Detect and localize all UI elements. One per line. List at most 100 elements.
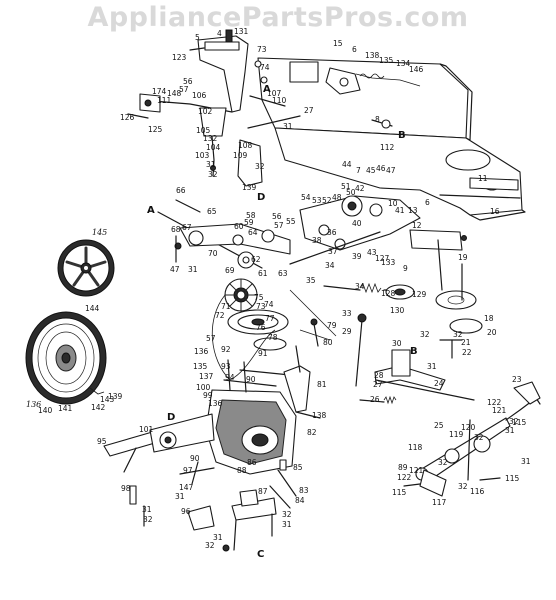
reference-letter-label: A	[147, 205, 155, 216]
part-number-label: 73	[256, 302, 266, 311]
part-number-label: 12	[412, 221, 422, 230]
part-number-label: 11	[478, 174, 488, 183]
part-number-label: 138	[312, 411, 327, 420]
reference-letter-label: A	[263, 84, 271, 95]
part-number-label: 72	[215, 311, 225, 320]
part-number-label: 85	[293, 463, 303, 472]
part-number-label: 89	[398, 463, 408, 472]
lift-lever-assembly	[127, 29, 301, 187]
part-number-label: 125	[148, 125, 163, 134]
part-number-label: 119	[449, 430, 464, 439]
part-number-label: 111	[157, 96, 172, 105]
part-number-label: 76	[256, 323, 266, 332]
part-number-label: 77	[265, 314, 275, 323]
part-number-label: 32	[255, 162, 265, 171]
part-number-label: 79	[327, 321, 337, 330]
handwritten-part-label: 136	[26, 400, 41, 409]
part-number-label: 80	[323, 338, 333, 347]
part-number-label: 137	[199, 372, 214, 381]
part-number-label: 75	[254, 293, 264, 302]
part-number-label: 21	[461, 338, 471, 347]
part-number-label: 46	[376, 164, 386, 173]
part-number-label: 136	[194, 347, 209, 356]
part-number-label: 70	[208, 249, 218, 258]
part-number-label: 57	[206, 334, 216, 343]
rear-tire	[25, 311, 107, 405]
part-number-label: 88	[237, 466, 247, 475]
part-number-label: 10	[388, 199, 398, 208]
part-number-label: 9	[403, 264, 408, 273]
part-number-label: 56	[272, 212, 282, 221]
part-number-label: 66	[176, 186, 186, 195]
part-number-label: 146	[409, 65, 424, 74]
part-number-label: 13	[408, 206, 418, 215]
part-number-label: 32	[453, 330, 463, 339]
part-number-label: 87	[258, 487, 268, 496]
part-number-label: 32	[458, 482, 468, 491]
part-number-label: 130	[390, 306, 405, 315]
part-number-label: 90	[190, 454, 200, 463]
part-number-label: 29	[342, 327, 352, 336]
part-number-label: 31	[142, 505, 152, 514]
part-number-label: 5	[195, 33, 200, 42]
part-number-label: 32	[438, 458, 448, 467]
part-number-label: 28	[374, 371, 384, 380]
part-number-label: 141	[58, 404, 73, 413]
part-number-label: 110	[272, 96, 287, 105]
part-number-label: 52	[322, 196, 332, 205]
part-number-label: 135	[379, 56, 394, 65]
part-number-label: 55	[286, 217, 296, 226]
part-number-label: 59	[244, 218, 254, 227]
part-number-label: 42	[355, 184, 365, 193]
part-number-label: 60	[234, 222, 244, 231]
part-number-label: 112	[380, 143, 395, 152]
part-number-label: 107	[267, 89, 282, 98]
part-number-label: 134	[396, 59, 411, 68]
part-number-label: 32	[208, 170, 218, 179]
part-number-label: 41	[395, 206, 405, 215]
part-number-label: 127	[375, 254, 390, 263]
part-number-label: 139	[108, 392, 123, 401]
idler-bracket-assembly	[174, 223, 291, 269]
part-number-label: 118	[408, 443, 423, 452]
part-number-label: 61	[258, 269, 268, 278]
part-number-label: 143	[100, 395, 115, 404]
part-number-label: 6	[425, 198, 430, 207]
frame-assembly	[257, 57, 526, 221]
part-number-label: 31	[175, 492, 185, 501]
part-number-label: 26	[370, 395, 380, 404]
part-number-label: 63	[278, 269, 288, 278]
part-number-label: 43	[367, 248, 377, 257]
part-number-label: 20	[487, 328, 497, 337]
part-number-label: 15	[333, 39, 343, 48]
reference-letter-label: B	[398, 130, 406, 141]
pulley-wheel	[57, 239, 115, 297]
part-number-label: 19	[458, 253, 468, 262]
part-number-label: 135	[193, 362, 208, 371]
part-number-label: 92	[221, 345, 231, 354]
part-number-label: 86	[247, 458, 257, 467]
part-number-label: 48	[332, 193, 342, 202]
part-number-label: 27	[373, 380, 383, 389]
part-number-label: 97	[183, 466, 193, 475]
part-number-label: 96	[181, 507, 191, 516]
reference-letter-label: D	[257, 192, 265, 203]
part-number-label: 23	[512, 375, 522, 384]
part-number-label: 57	[274, 221, 284, 230]
part-number-label: 115	[512, 418, 527, 427]
part-number-label: 120	[461, 423, 476, 432]
part-number-label: 31	[427, 362, 437, 371]
part-number-label: 37	[328, 247, 338, 256]
part-number-label: 91	[258, 349, 268, 358]
part-number-label: 93	[221, 362, 231, 371]
part-number-label: 36	[327, 228, 337, 237]
reference-letter-label: C	[257, 549, 264, 560]
part-number-label: 104	[206, 143, 221, 152]
part-number-label: 90	[246, 375, 256, 384]
part-number-label: 58	[246, 211, 256, 220]
part-number-label: 6	[352, 45, 357, 54]
part-number-label: 142	[91, 403, 106, 412]
part-number-label: 33	[342, 309, 352, 318]
